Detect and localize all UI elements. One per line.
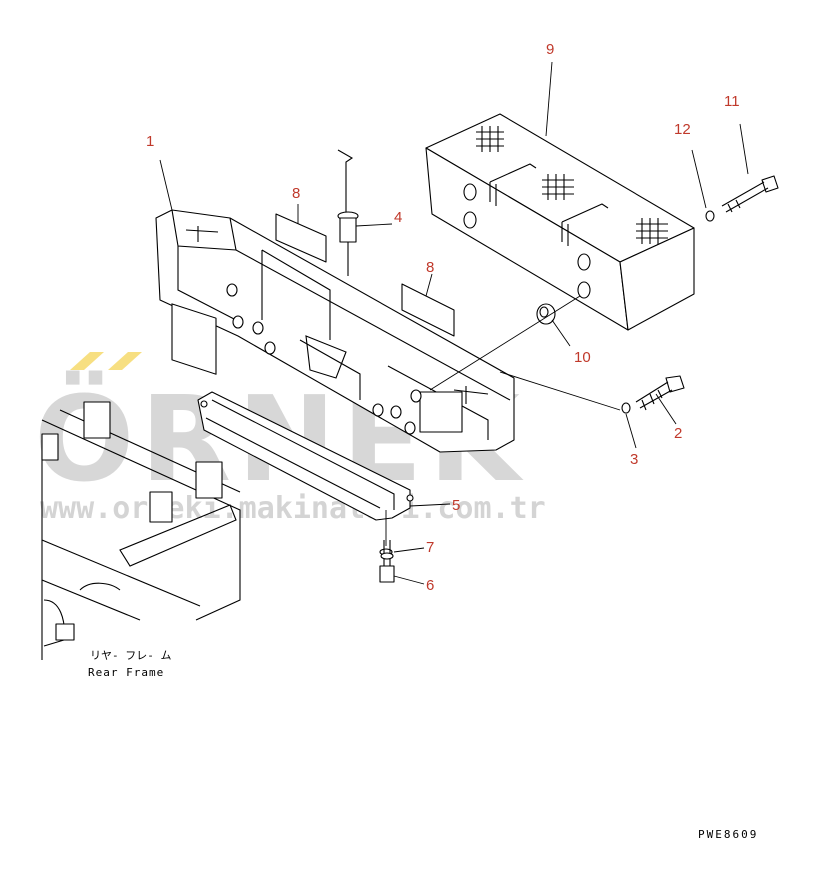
callout-6: 6 <box>426 577 434 594</box>
rear-frame-label-jp: リヤ- フレ- ム <box>90 649 172 662</box>
main-frame <box>155 209 515 453</box>
bolt-6 <box>379 540 395 583</box>
bottom-cover <box>197 391 414 521</box>
counterweight-block <box>425 113 695 331</box>
spacer-collar <box>536 303 556 325</box>
shim-plate <box>275 213 455 337</box>
callout-7: 7 <box>426 539 434 556</box>
dipstick <box>337 149 359 276</box>
callout-10: 10 <box>574 349 591 366</box>
callout-5: 5 <box>452 497 460 514</box>
leader-lines <box>159 61 749 585</box>
rear-frame <box>41 401 241 660</box>
washer-7 <box>380 552 394 560</box>
bolt-11 <box>721 175 779 213</box>
mesh-pattern-icon <box>476 126 668 244</box>
callout-12: 12 <box>674 121 691 138</box>
rear-frame-label-en: Rear Frame <box>88 666 164 679</box>
callout-3: 3 <box>630 451 638 468</box>
washer-3 <box>621 402 631 414</box>
callout-9: 9 <box>546 41 554 58</box>
callout-11: 11 <box>724 93 740 110</box>
callout-8b: 8 <box>426 259 434 276</box>
washer-12 <box>705 210 715 222</box>
watermark-url: www.orneki.makinalari.com.tr <box>40 491 546 526</box>
bolt-2 <box>635 375 685 411</box>
callout-4: 4 <box>394 209 402 226</box>
callout-1: 1 <box>146 133 154 150</box>
callout-8a: 8 <box>292 185 300 202</box>
callout-2: 2 <box>674 425 682 442</box>
watermark-accent-mark <box>70 352 104 370</box>
callout-numbers: 1 2 3 4 5 6 7 8 8 9 10 11 12 <box>146 41 740 594</box>
drawing-code: PWE8609 <box>698 828 758 841</box>
watermark-accent-mark <box>108 352 142 370</box>
